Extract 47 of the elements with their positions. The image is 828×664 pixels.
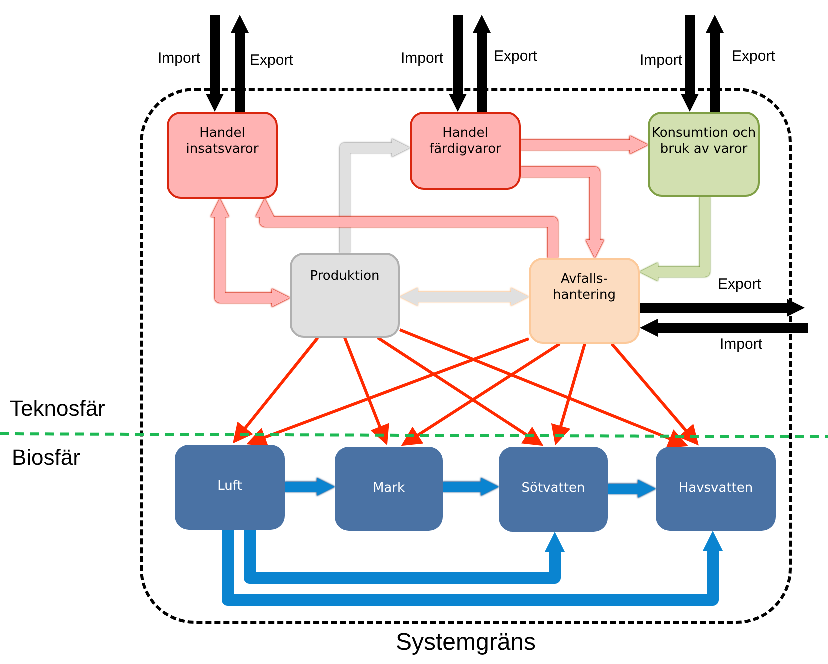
arrow [473, 15, 491, 112]
region-label: Teknosfär [10, 396, 106, 422]
arrow [608, 480, 656, 498]
arrow [377, 336, 544, 446]
arrow [521, 136, 648, 154]
edge-label: Export [732, 48, 776, 65]
arrow [640, 319, 808, 337]
arrow [222, 530, 723, 606]
edge-label: Import [158, 50, 201, 67]
process-box: Konsumtion och bruk av varor [648, 112, 760, 197]
edge-label: Import [720, 336, 763, 353]
arrow [399, 328, 689, 448]
process-box: Luft [175, 445, 285, 530]
arrow [344, 337, 390, 446]
process-box: Handel färdigvaror [410, 112, 521, 190]
arrow [244, 530, 565, 584]
arrow [285, 478, 335, 496]
arrow [640, 197, 710, 281]
arrow [233, 337, 320, 444]
arrow [211, 199, 290, 307]
arrow [610, 343, 699, 446]
edge-label: Export [718, 276, 762, 293]
arrow [231, 15, 249, 112]
edge-label: Export [250, 52, 294, 69]
arrow [443, 478, 499, 496]
edge-label: Import [401, 50, 444, 67]
arrow [246, 338, 530, 447]
arrow [340, 139, 410, 253]
arrow [206, 15, 224, 112]
arrow [449, 15, 467, 112]
boundary-label: Systemgräns [394, 629, 538, 657]
arrow [551, 344, 586, 446]
process-box: Produktion [290, 253, 400, 338]
process-box: Handel insatsvaror [167, 112, 278, 199]
arrow [681, 15, 699, 112]
edge-label: Import [640, 52, 683, 69]
process-box: Mark [335, 447, 443, 531]
arrow [640, 299, 805, 317]
arrow [401, 342, 561, 446]
arrow [400, 288, 529, 306]
edge-label: Export [494, 48, 538, 65]
region-label: Biosfär [12, 445, 80, 471]
arrow [521, 167, 604, 258]
process-box: Havsvatten [656, 447, 776, 531]
process-box: Avfalls- hantering [529, 258, 640, 344]
arrow [706, 15, 724, 112]
process-box: Sötvatten [499, 447, 608, 532]
